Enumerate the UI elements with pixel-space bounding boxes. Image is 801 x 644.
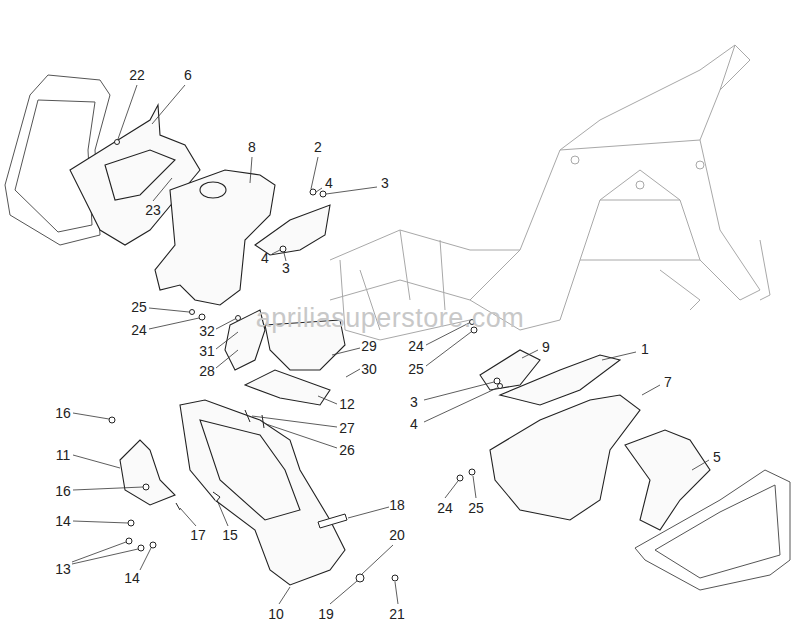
callout-number: 5: [713, 450, 721, 464]
hardware: [190, 310, 195, 315]
callout-number: 22: [129, 68, 145, 82]
callout-number: 13: [55, 562, 71, 576]
callout-number: 4: [410, 417, 418, 431]
callout-number: 18: [389, 498, 405, 512]
callout-number: 11: [56, 448, 71, 462]
hardware: [392, 575, 398, 581]
callout-number: 29: [361, 339, 377, 353]
hardware: [318, 514, 347, 528]
panel: [625, 430, 710, 530]
callout-number: 30: [361, 362, 377, 376]
callout-number: 16: [55, 406, 71, 420]
callout-number: 4: [261, 251, 269, 265]
frame: [636, 181, 644, 189]
hardware: [109, 140, 503, 583]
hardware: [236, 316, 241, 321]
callout-number: 28: [199, 364, 215, 378]
fairing: [5, 75, 790, 590]
hardware: [498, 384, 503, 389]
hardware: [356, 574, 364, 582]
callout-number: 19: [318, 607, 334, 621]
panel: [180, 400, 345, 585]
panel: [245, 370, 330, 405]
callout-number: 3: [282, 261, 290, 275]
leader-line: [73, 413, 709, 490]
callout-number: 21: [389, 607, 405, 621]
leader-line: [180, 500, 393, 574]
callout-number: 4: [325, 176, 333, 190]
panel: [155, 170, 275, 305]
callout-number: 2: [314, 140, 322, 154]
leader-line: [118, 85, 318, 189]
hardware: [457, 475, 463, 481]
callout-number: 25: [468, 501, 484, 515]
callout-number: 15: [222, 528, 238, 542]
leader-line: [73, 476, 476, 523]
frame: [470, 45, 760, 330]
callout-number: 24: [408, 339, 424, 353]
callout-number: 7: [664, 375, 672, 389]
leader-line: [72, 542, 151, 570]
hardware: [280, 246, 286, 252]
callout-number: 1: [641, 342, 649, 356]
frame: [330, 45, 770, 340]
panel: [200, 182, 226, 198]
hardware: [150, 542, 156, 548]
hardware: [494, 378, 500, 384]
callout-number: 12: [339, 397, 355, 411]
panel: [200, 420, 300, 520]
callout-number: 24: [437, 501, 453, 515]
callout-number: 3: [410, 395, 418, 409]
callout-number: 6: [184, 68, 192, 82]
panel: [70, 105, 710, 585]
frame: [571, 156, 579, 164]
panel: [490, 395, 640, 520]
hardware: [469, 469, 475, 475]
callout-number: 20: [389, 528, 405, 542]
leader-line: [153, 178, 377, 201]
frame: [660, 240, 770, 310]
panel: [105, 150, 175, 200]
leader-line: [252, 396, 337, 448]
callout-number: 14: [124, 571, 140, 585]
frame: [696, 161, 704, 169]
callout-number: 24: [131, 323, 147, 337]
callout-number: 8: [248, 140, 256, 154]
hardware: [115, 140, 120, 145]
panel: [255, 205, 330, 255]
hardware: [245, 410, 264, 428]
hardware: [126, 538, 132, 544]
hardware: [138, 545, 144, 551]
callout-number: 25: [131, 300, 147, 314]
leader-line: [72, 85, 709, 604]
callout-number: 10: [268, 607, 284, 621]
callout-number: 26: [339, 443, 355, 457]
leader-line: [424, 382, 660, 422]
hardware: [310, 189, 316, 195]
leader-line: [279, 581, 398, 604]
callout-number: 23: [145, 203, 161, 217]
callout-number: 32: [199, 324, 215, 338]
hardware: [128, 520, 134, 526]
hardware: [320, 191, 326, 197]
frame: [560, 45, 735, 260]
hardware: [143, 484, 149, 490]
callout-number: 9: [542, 340, 550, 354]
callout-number: 14: [55, 514, 71, 528]
callout-number: 25: [408, 362, 424, 376]
hardware: [109, 417, 115, 423]
hardware: [199, 314, 205, 320]
callout-number: 16: [55, 484, 71, 498]
hardware: [176, 492, 220, 510]
callout-number: 27: [339, 421, 355, 435]
watermark: apriliasuperstore.com: [256, 303, 525, 334]
callout-number: 31: [199, 344, 215, 358]
panel: [120, 440, 175, 505]
callout-number: 17: [190, 528, 206, 542]
callout-number: 3: [381, 176, 389, 190]
